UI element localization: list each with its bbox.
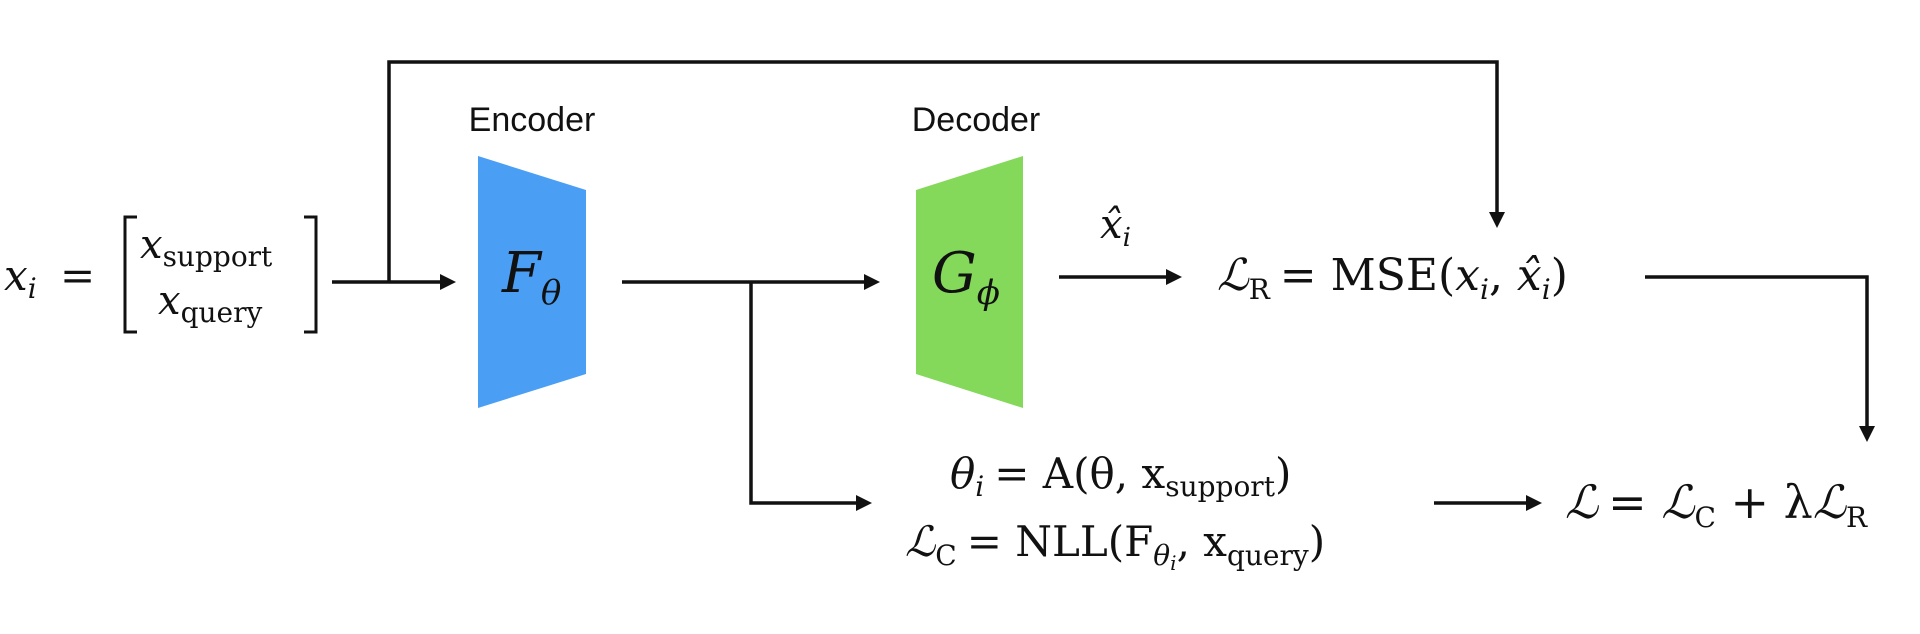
reconstruction-sub: i	[1123, 223, 1131, 253]
skip-connection-to-loss-r	[387, 60, 1499, 282]
total-loss-r-calL: ℒ	[1813, 475, 1847, 529]
total-loss-r-sub: R	[1846, 501, 1868, 534]
branch-to-adaptation-head	[856, 495, 872, 511]
encoder-trapezoid	[478, 156, 586, 408]
loss-r-comma: ,	[1489, 250, 1517, 301]
total-loss-c-sub: C	[1694, 501, 1715, 534]
encoder-block: Encoder Fθ	[469, 101, 596, 408]
svg-text:xsupport: xsupport	[140, 222, 273, 273]
input-lhs-var: x	[4, 251, 28, 300]
svg-text:Fθ: Fθ	[501, 241, 561, 313]
adaptation-equation: θi = A(θ, xsupport)	[950, 449, 1291, 503]
input-row1-var: x	[140, 222, 163, 268]
total-loss-equation: ℒ= ℒC + λℒR	[1565, 475, 1868, 534]
loss-r-sub: R	[1249, 273, 1271, 306]
loss-r-close: )	[1551, 250, 1568, 301]
input-row1-sub: support	[163, 240, 273, 273]
total-loss-calL: ℒ	[1565, 475, 1599, 529]
input-vector: xi = xsupport xquery	[4, 215, 318, 334]
adaptation-rhs-prefix: = A(θ, x	[994, 449, 1165, 498]
decoder-block: Decoder Gϕ	[912, 101, 1041, 408]
input-lhs-sub: i	[28, 272, 37, 305]
decoder-trapezoid	[916, 156, 1023, 408]
loss-r-arg2-var: x̂	[1517, 250, 1542, 301]
adaptation-rhs-sub: support	[1165, 470, 1275, 503]
arrow-loss-c-to-total-head	[1526, 495, 1542, 511]
encoder-label: Encoder	[469, 101, 596, 139]
loss-r-arg1-sub: i	[1480, 273, 1489, 306]
loss-r-to-total	[1645, 275, 1869, 432]
loss-c-comma: , x	[1177, 517, 1228, 566]
loss-c-equation: ℒC = NLL(Fθi, xquery)	[905, 517, 1325, 575]
svg-text:Gϕ: Gϕ	[932, 241, 1000, 313]
total-loss-plus: + λ	[1716, 475, 1813, 529]
loss-c-F-subsub: i	[1170, 551, 1176, 575]
svg-text:xquery: xquery	[158, 278, 262, 329]
branch-to-adaptation	[749, 282, 860, 505]
decoder-symbol-sub: ϕ	[977, 273, 1000, 313]
loss-c-F-sub: θ	[1153, 539, 1170, 572]
loss-c-calL: ℒ	[905, 517, 936, 566]
loss-c-sub: C	[935, 539, 956, 572]
encoder-symbol-sub: θ	[541, 273, 561, 313]
loss-c-x-sub: query	[1227, 539, 1309, 572]
right-bracket	[304, 215, 318, 334]
input-row2-sub: query	[181, 296, 263, 329]
arrow-input-to-encoder-head	[440, 274, 456, 290]
connectors	[332, 60, 1875, 511]
adaptation-lhs-var: θ	[950, 449, 975, 498]
left-bracket	[123, 215, 137, 334]
adaptation-close: )	[1275, 449, 1291, 498]
loss-r-arg1-var: x	[1455, 250, 1480, 301]
arrow-encoder-to-decoder-head	[864, 274, 880, 290]
decoder-symbol: G	[932, 241, 977, 306]
reconstruction-label: x̂i	[1100, 202, 1131, 253]
loss-r-equation: ℒR= MSE(xi, x̂i)	[1217, 250, 1568, 306]
input-row2-var: x	[158, 278, 181, 324]
input-equals: =	[60, 251, 95, 300]
loss-r-calL: ℒ	[1217, 250, 1250, 301]
total-loss-eq: =	[1608, 475, 1661, 529]
loss-r-to-total-head	[1859, 426, 1875, 442]
decoder-label: Decoder	[912, 101, 1041, 139]
skip-connection-arrowhead	[1489, 212, 1505, 228]
adaptation-lhs-sub: i	[975, 470, 984, 503]
reconstruction-var: x̂	[1100, 202, 1123, 248]
encoder-symbol: F	[501, 241, 543, 306]
loss-r-rhs-prefix: = MSE(	[1280, 250, 1455, 301]
arrow-decoder-to-loss-r-head	[1166, 269, 1182, 285]
loss-c-rhs-prefix: = NLL(F	[967, 517, 1154, 566]
loss-c-close: )	[1309, 517, 1325, 566]
loss-r-arg2-sub: i	[1542, 273, 1551, 306]
svg-text:xi: xi	[4, 251, 37, 305]
total-loss-c-calL: ℒ	[1661, 475, 1695, 529]
